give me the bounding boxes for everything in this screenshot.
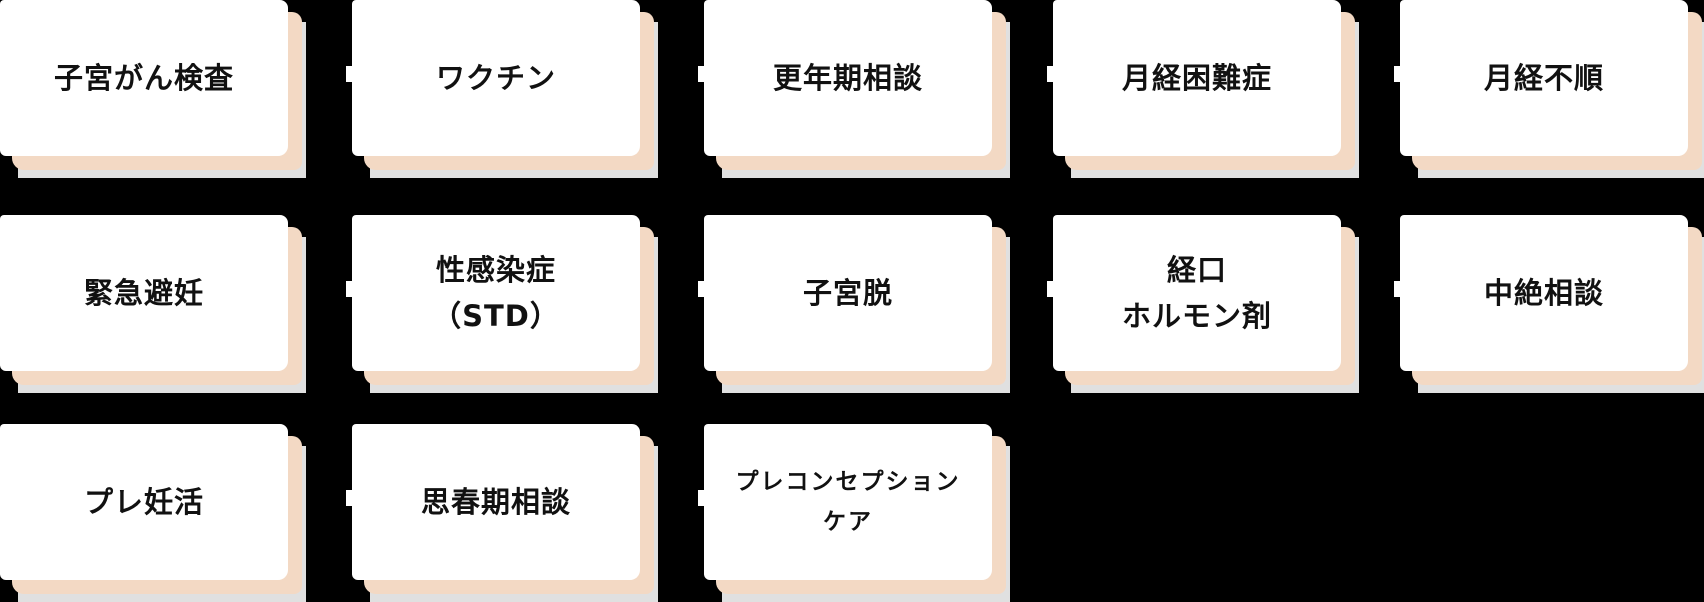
card-label-line-1: プレコンセプション	[735, 469, 961, 495]
card-face: 月経不順	[1394, 0, 1688, 156]
card-face: ワクチン	[346, 0, 640, 156]
card-face: 中絶相談	[1394, 215, 1688, 371]
card-face: 月経困難症	[1047, 0, 1341, 156]
card-preconception-care[interactable]: プレコンセプション ケア	[698, 424, 1010, 602]
card-label-line-2: ホルモン剤	[1121, 299, 1272, 333]
card-label: 子宮がん検査	[53, 61, 234, 95]
card-face: 子宮がん検査	[0, 0, 288, 156]
card-label: 中絶相談	[1483, 276, 1604, 310]
card-face: 性感染症 （STD）	[346, 215, 640, 371]
card-label: プレ妊活	[83, 485, 204, 519]
card-face: 更年期相談	[698, 0, 992, 156]
card-face: 緊急避妊	[0, 215, 288, 371]
card-emergency-contraception[interactable]: 緊急避妊	[0, 215, 306, 393]
card-face: 経口 ホルモン剤	[1047, 215, 1341, 371]
card-uterine-prolapse[interactable]: 子宮脱	[698, 215, 1010, 393]
card-label: 子宮脱	[802, 276, 893, 310]
card-label-line-1: 性感染症	[435, 253, 556, 287]
card-label: 緊急避妊	[83, 276, 204, 310]
card-oral-hormone[interactable]: 経口 ホルモン剤	[1047, 215, 1359, 393]
card-pre-conception-activity[interactable]: プレ妊活	[0, 424, 306, 602]
card-label: 月経不順	[1483, 61, 1604, 95]
card-label: 思春期相談	[420, 485, 571, 519]
card-face: 思春期相談	[346, 424, 640, 580]
card-face: プレコンセプション ケア	[698, 424, 992, 580]
card-face: プレ妊活	[0, 424, 288, 580]
card-vaccine[interactable]: ワクチン	[346, 0, 658, 178]
card-label-line-2: ケア	[823, 509, 873, 535]
card-label-line-1: 経口	[1166, 253, 1227, 287]
card-irregular-menstruation[interactable]: 月経不順	[1394, 0, 1704, 178]
card-dysmenorrhea[interactable]: 月経困難症	[1047, 0, 1359, 178]
card-cervical-cancer-screening[interactable]: 子宮がん検査	[0, 0, 306, 178]
card-label-line-2: （STD）	[432, 299, 560, 333]
card-label: ワクチン	[435, 61, 556, 95]
card-abortion-consultation[interactable]: 中絶相談	[1394, 215, 1704, 393]
card-adolescence-consultation[interactable]: 思春期相談	[346, 424, 658, 602]
card-menopause-consultation[interactable]: 更年期相談	[698, 0, 1010, 178]
card-label: 月経困難症	[1121, 61, 1272, 95]
card-face: 子宮脱	[698, 215, 992, 371]
card-label: 更年期相談	[772, 61, 923, 95]
card-std[interactable]: 性感染症 （STD）	[346, 215, 658, 393]
